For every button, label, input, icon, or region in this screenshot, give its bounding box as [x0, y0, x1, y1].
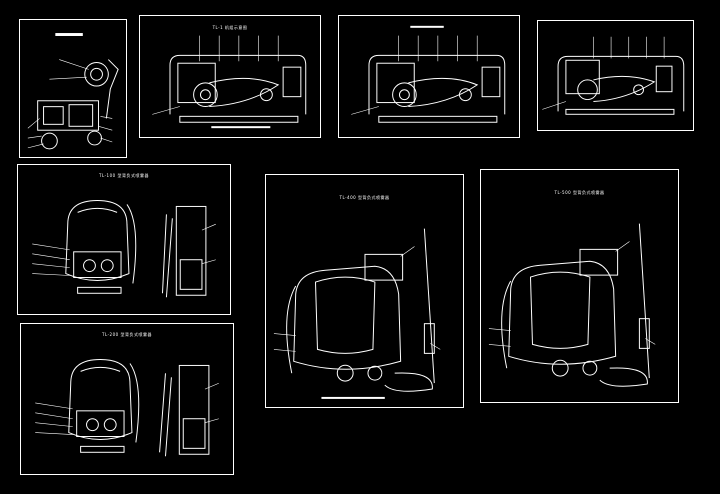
- drawing-sheet-engine-pump-1: TL-1 机组示意图: [139, 15, 321, 138]
- drawing-sheet-sprayer-tl200: TL-200 型背负式喷雾器: [20, 323, 234, 475]
- engine-pump-drawing: [152, 35, 307, 129]
- drawing-sheet-engine-pump-3: [537, 20, 694, 131]
- sheet-title: TL-500 型背负式喷雾器: [554, 190, 605, 195]
- engine-pump-drawing: [542, 36, 685, 115]
- pressure-washer-drawing: [27, 33, 119, 150]
- drawing-sheet-pressure-washer: [19, 19, 127, 158]
- drawing-sheet-engine-pump-2: [338, 15, 520, 138]
- backpack-sprayer-drawing: [35, 359, 219, 457]
- sheet-title: TL-1 机组示意图: [212, 25, 248, 30]
- backpack-sprayer-drawing: [32, 200, 216, 298]
- drawing-sheet-sprayer-tl100: TL-100 型背负式喷雾器: [17, 164, 231, 315]
- large-sprayer-drawing: [273, 228, 441, 399]
- sheet-title: TL-400 型背负式喷雾器: [339, 195, 390, 200]
- sheet-title: TL-100 型背负式喷雾器: [99, 173, 149, 178]
- engine-pump-drawing: [351, 25, 506, 123]
- drawing-sheet-sprayer-tl500: TL-500 型背负式喷雾器: [480, 169, 679, 403]
- large-sprayer-drawing: [488, 223, 656, 387]
- drawing-sheet-sprayer-tl400: TL-400 型背负式喷雾器: [265, 174, 464, 408]
- sheet-title: TL-200 型背负式喷雾器: [102, 332, 152, 337]
